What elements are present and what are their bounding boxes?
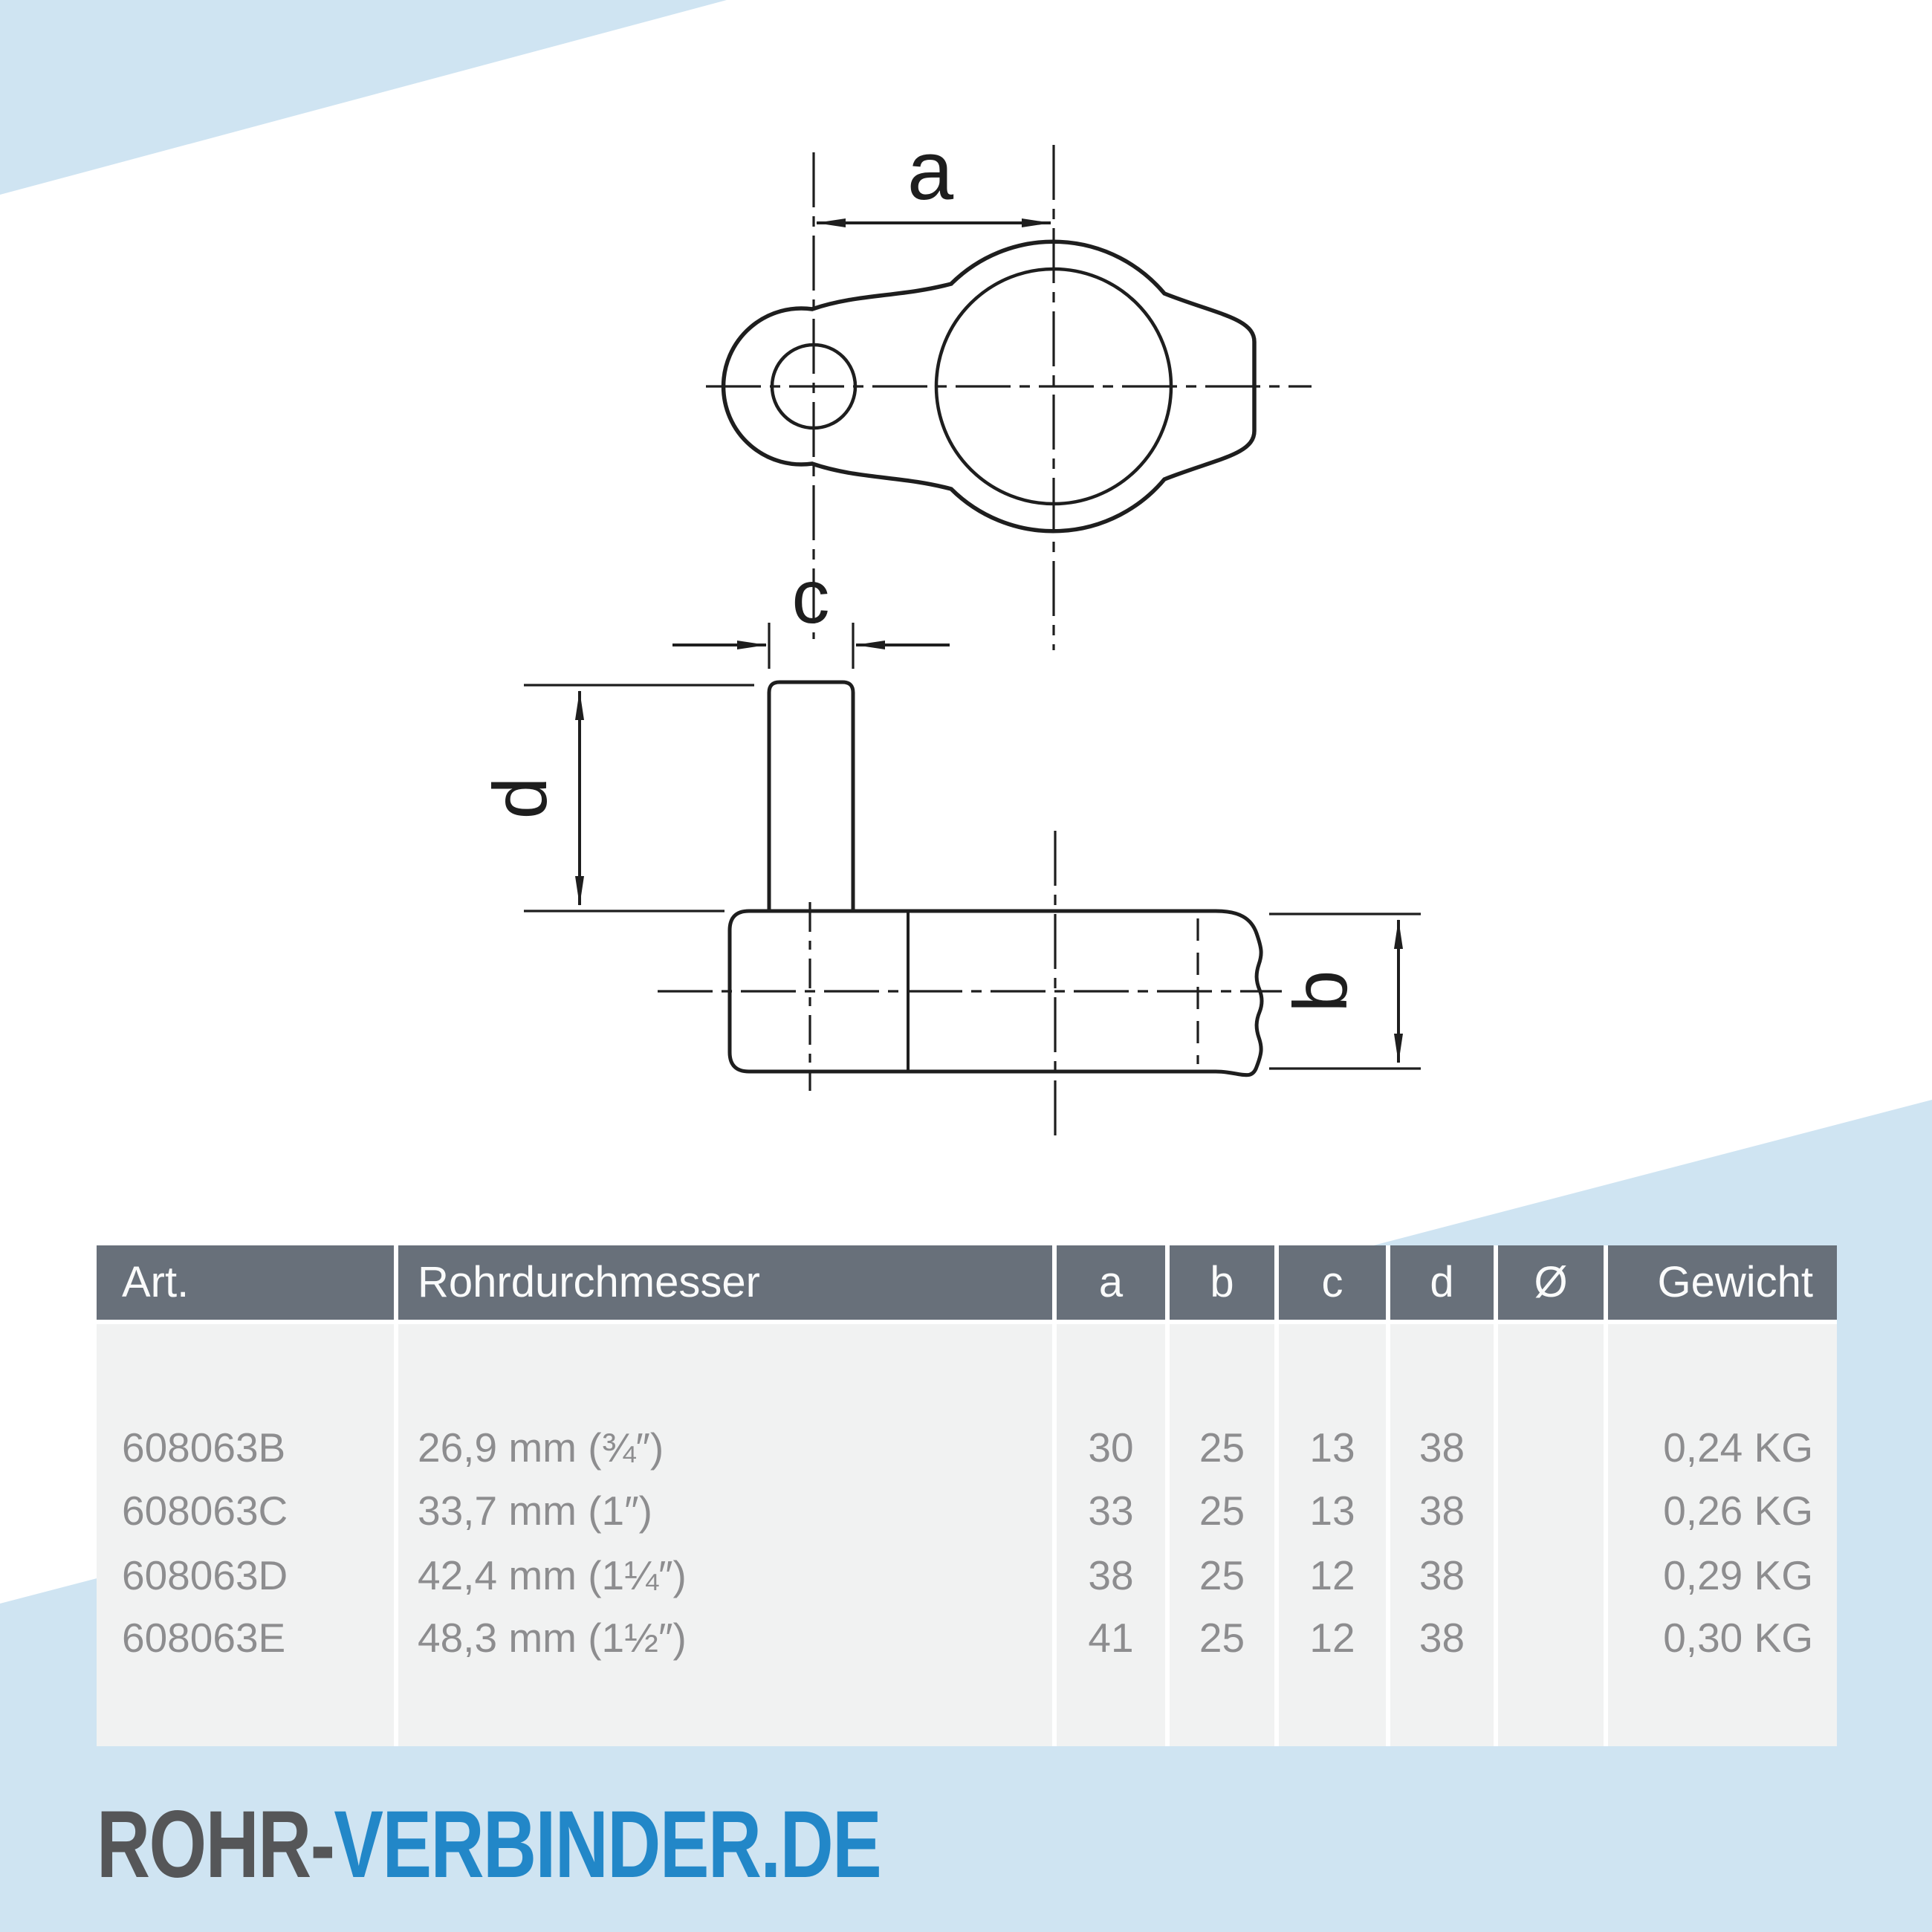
dimension-b-label: b [1278, 970, 1363, 1013]
col-body-a: 30 33 38 41 [1057, 1324, 1165, 1746]
table-cell: 38 [1088, 1552, 1134, 1598]
dimension-d [524, 684, 754, 912]
table-cell: 38 [1419, 1615, 1465, 1661]
brand-logo: ROHR-VERBINDER.DE [97, 1797, 882, 1893]
table-cell: 38 [1419, 1488, 1465, 1534]
side-view-body [727, 909, 1264, 1077]
table-cell: 0,26 KG [1663, 1488, 1813, 1534]
table-cell: 608063B [122, 1424, 286, 1471]
table-cell: 48,3 mm (1½″) [418, 1615, 687, 1661]
dimension-a-label: a [907, 124, 954, 217]
brand-logo-blue-part: VERBINDER.DE [334, 1792, 881, 1898]
table-cell: 25 [1199, 1615, 1245, 1661]
table-cell: 0,24 KG [1663, 1424, 1813, 1471]
col-header-art: Art. [97, 1245, 394, 1320]
table-cell: 26,9 mm (¾″) [418, 1424, 664, 1471]
table-cell [1498, 1552, 1604, 1598]
table-cell [1498, 1488, 1604, 1534]
table-cell: 12 [1309, 1552, 1355, 1598]
col-header-weight: Gewicht [1608, 1245, 1837, 1320]
table-cell [1498, 1615, 1604, 1661]
col-header-diameter: Rohrdurchmesser [398, 1245, 1052, 1320]
table-cell: 38 [1419, 1424, 1465, 1471]
table-cell: 25 [1199, 1488, 1245, 1534]
col-body-diameter-symbol [1498, 1324, 1604, 1746]
side-view-pin [767, 680, 855, 912]
table-cell: 30 [1088, 1424, 1134, 1471]
table-cell: 25 [1199, 1424, 1245, 1471]
spec-table: Art. Rohrdurchmesser a b c d Ø Gewicht 6… [97, 1245, 1837, 1746]
table-cell: 13 [1309, 1488, 1355, 1534]
col-header-c: c [1279, 1245, 1386, 1320]
table-cell: 33 [1088, 1488, 1134, 1534]
table-cell: 38 [1419, 1552, 1465, 1598]
top-view [706, 145, 1312, 650]
col-body-art: 608063B 608063C 608063D 608063E [97, 1324, 394, 1746]
dimension-b [1269, 912, 1421, 1070]
col-header-d: d [1390, 1245, 1494, 1320]
table-cell: 0,29 KG [1663, 1552, 1813, 1598]
col-header-a: a [1057, 1245, 1165, 1320]
table-cell: 42,4 mm (1¼″) [418, 1552, 687, 1598]
table-cell: 12 [1309, 1615, 1355, 1661]
col-header-diameter-symbol: Ø [1498, 1245, 1604, 1320]
table-cell: 608063E [122, 1615, 286, 1661]
table-cell: 13 [1309, 1424, 1355, 1471]
dimension-c [672, 623, 950, 669]
table-cell: 41 [1088, 1615, 1134, 1661]
col-body-d: 38 38 38 38 [1390, 1324, 1494, 1746]
dimension-d-label: d [478, 777, 563, 820]
side-view [524, 623, 1421, 1135]
col-body-c: 13 13 12 12 [1279, 1324, 1386, 1746]
col-header-b: b [1170, 1245, 1274, 1320]
col-body-b: 25 25 25 25 [1170, 1324, 1274, 1746]
table-cell: 0,30 KG [1663, 1615, 1813, 1661]
brand-logo-gray-part: ROHR- [97, 1792, 335, 1898]
table-cell: 33,7 mm (1″) [418, 1488, 652, 1534]
col-body-weight: 0,24 KG 0,26 KG 0,29 KG 0,30 KG [1608, 1324, 1837, 1746]
dimension-c-label: c [792, 554, 830, 639]
col-body-diameter: 26,9 mm (¾″) 33,7 mm (1″) 42,4 mm (1¼″) … [398, 1324, 1052, 1746]
top-view-centerlines [706, 145, 1312, 650]
table-cell: 25 [1199, 1552, 1245, 1598]
table-cell: 608063C [122, 1488, 288, 1534]
side-view-centerlines [658, 831, 1282, 1135]
table-cell [1498, 1424, 1604, 1471]
table-cell: 608063D [122, 1552, 288, 1598]
